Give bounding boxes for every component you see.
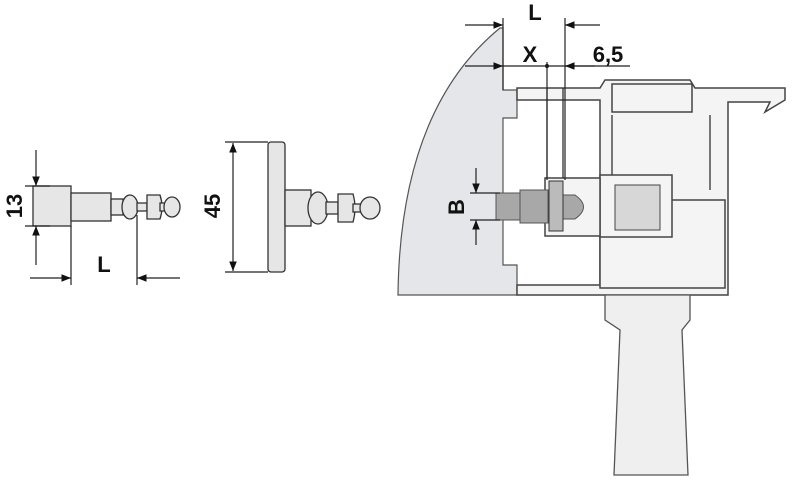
aluminium-profile bbox=[516, 79, 786, 296]
cabinet-panel bbox=[397, 27, 518, 296]
dim-label-X: X bbox=[523, 42, 538, 67]
dim-label-45: 45 bbox=[200, 194, 225, 218]
dim-label-L-assembly: L bbox=[528, 0, 541, 25]
handle bbox=[604, 294, 691, 476]
flanged-stud bbox=[267, 141, 381, 273]
connector-stud-small bbox=[32, 185, 181, 227]
dim-label-6-5: 6,5 bbox=[593, 42, 624, 67]
dimension-13: 13 bbox=[2, 150, 50, 265]
dimension-X: X 6,5 bbox=[465, 42, 630, 180]
dim-label-B: B bbox=[444, 199, 469, 215]
stud-in-profile bbox=[495, 180, 584, 232]
dimension-45: 45 bbox=[200, 141, 268, 273]
dimension-B: B bbox=[444, 168, 500, 245]
dimension-L-assembly: L bbox=[465, 0, 600, 180]
dim-label-13: 13 bbox=[2, 194, 27, 218]
dimension-L-part1: L bbox=[30, 215, 180, 285]
dim-label-L-part1: L bbox=[97, 252, 110, 277]
